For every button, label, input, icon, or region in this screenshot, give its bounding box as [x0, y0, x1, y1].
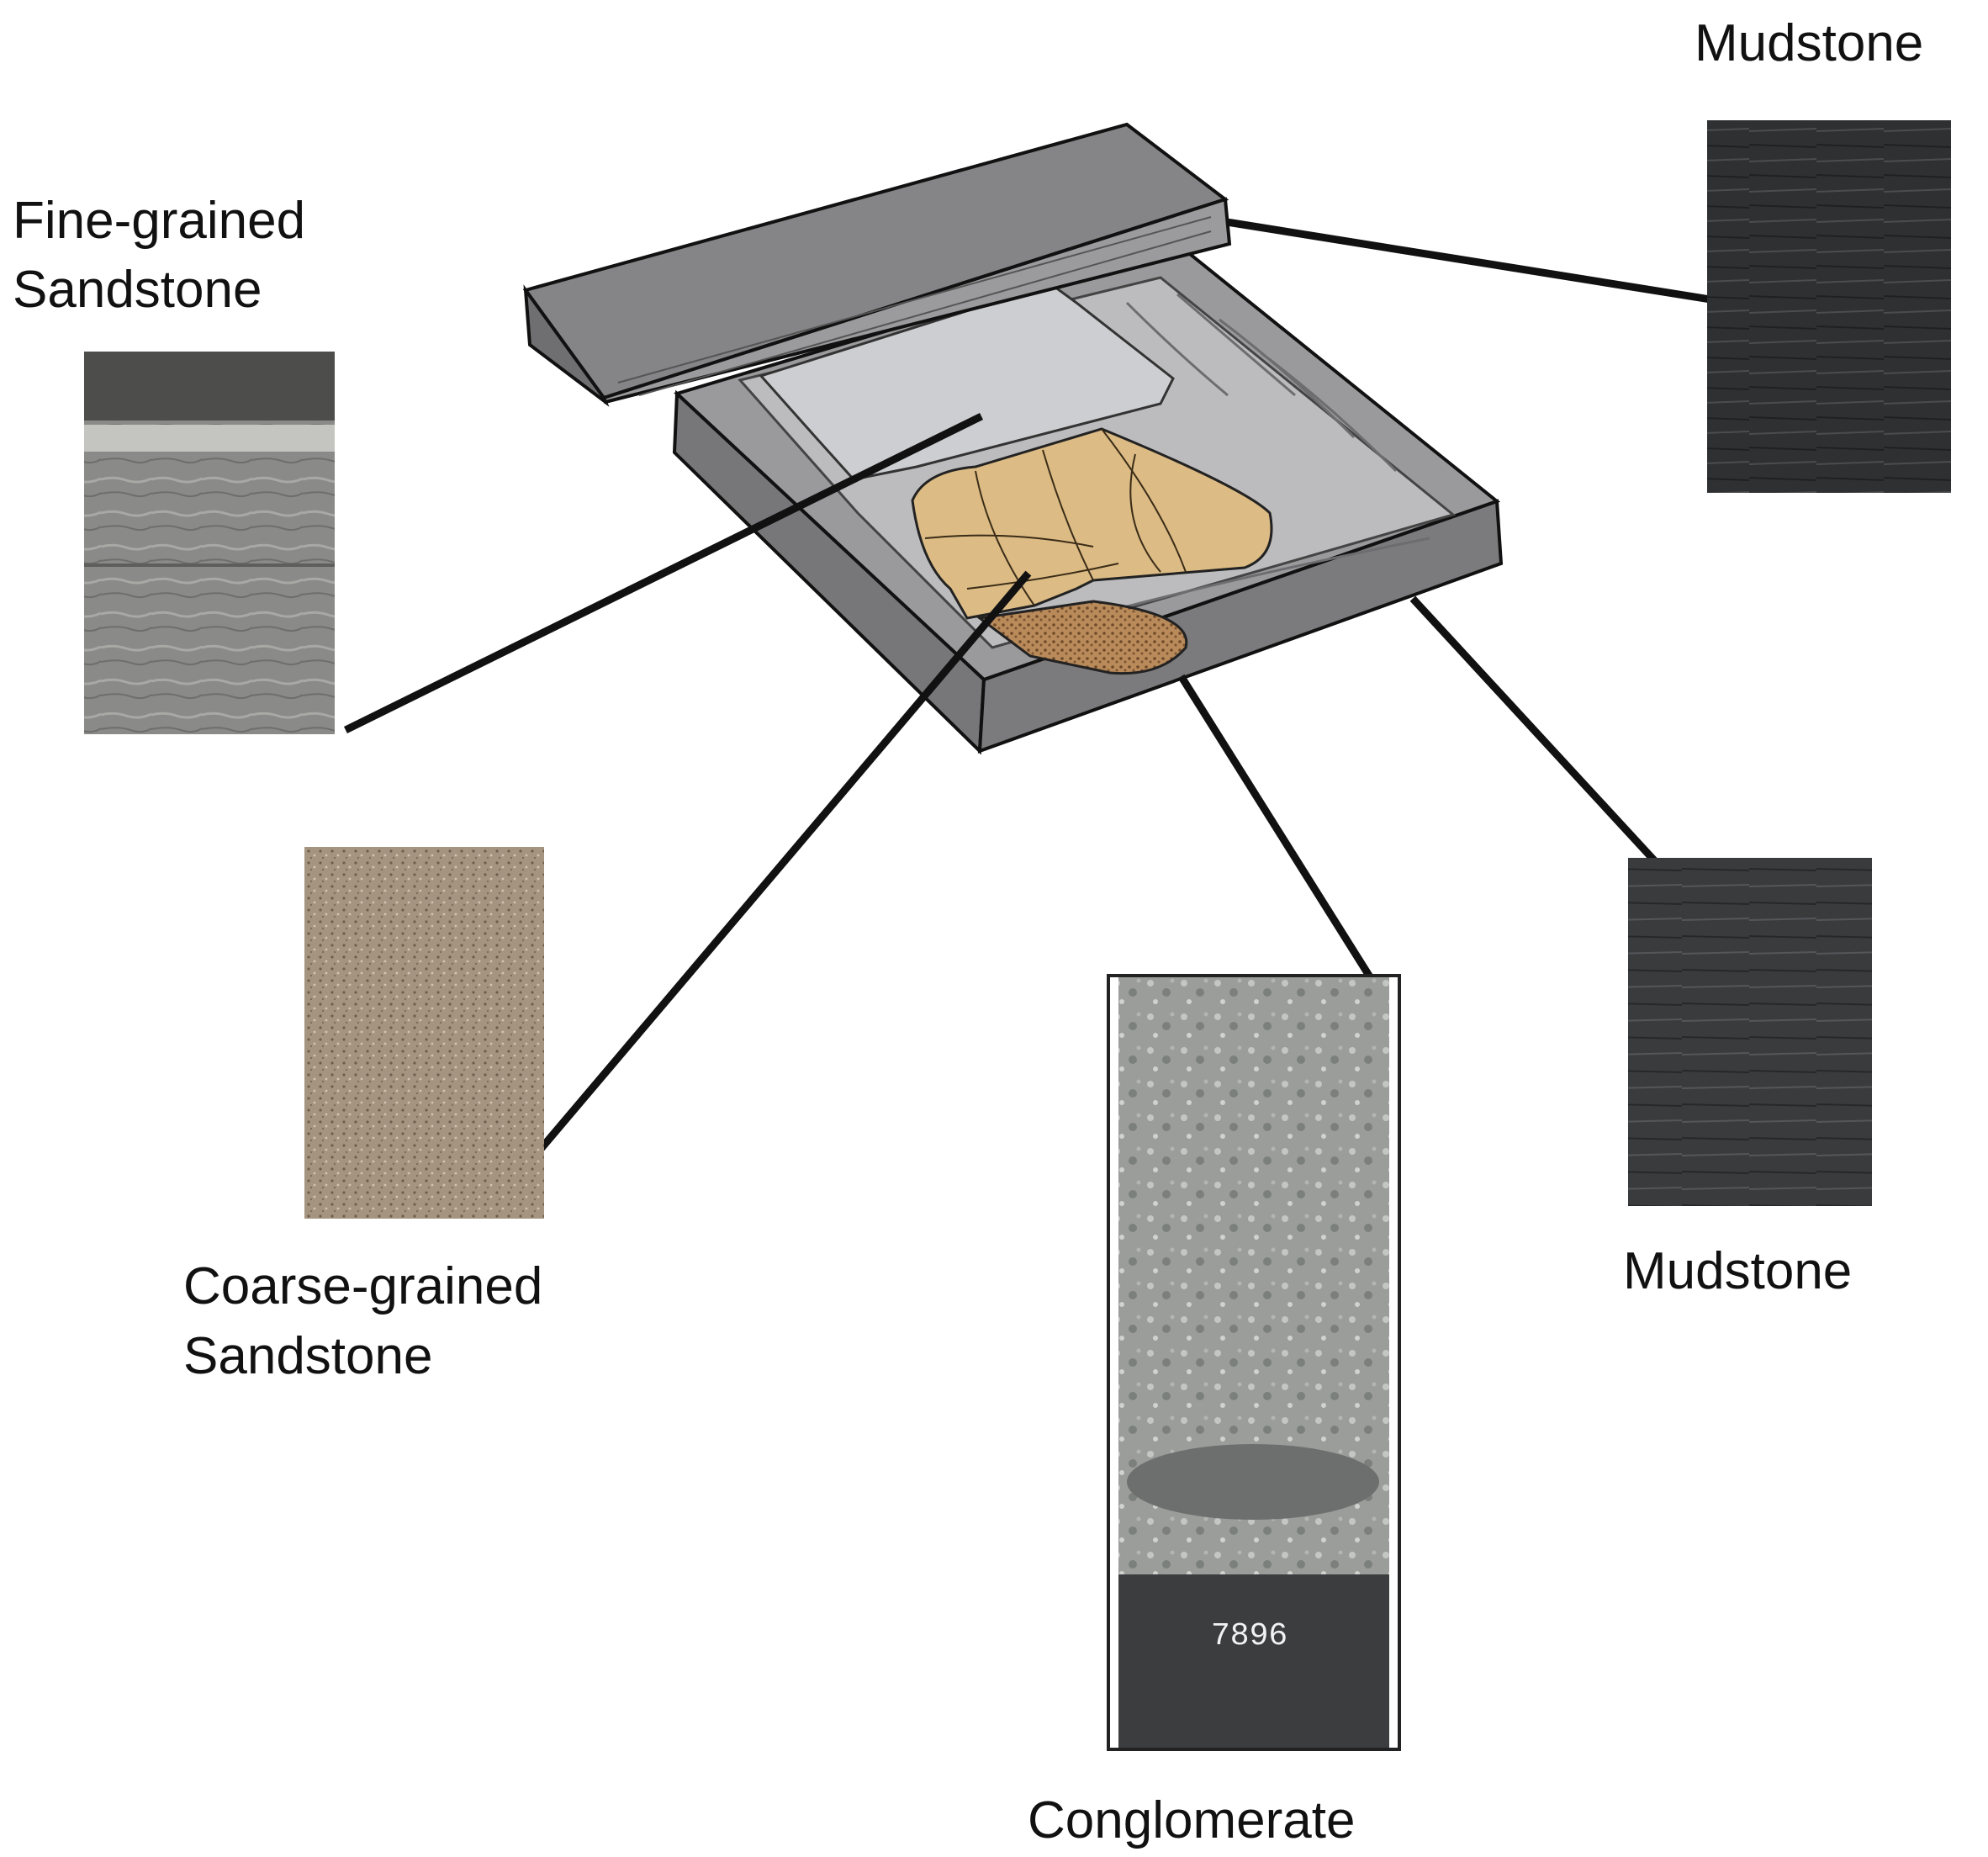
label-coarse-sandstone-line2: Sandstone — [183, 1327, 432, 1385]
basin-slope-lines — [1008, 293, 1430, 641]
coarse-sand-lobe-divisions — [924, 428, 1187, 606]
coarse-sand-lobes — [911, 427, 1273, 620]
label-fine-sandstone-line1: Fine-grained — [13, 192, 305, 250]
core-photo-mudstone-top — [1707, 120, 1951, 493]
core-photo-fine-sandstone — [84, 352, 335, 734]
fine-sand-lobe — [759, 283, 1175, 481]
core-photo-coarse-sandstone — [304, 847, 544, 1219]
conglomerate-patch — [976, 600, 1188, 675]
core-photo-conglomerate: 7896 — [1107, 974, 1401, 1751]
leader-line-mudstone-right — [1409, 595, 1661, 867]
label-fine-sandstone-line2: Sandstone — [13, 261, 262, 319]
leader-lines — [343, 218, 1721, 1165]
upper-slab-side-left — [523, 284, 610, 407]
leader-line-conglomerate — [1177, 674, 1375, 981]
label-mudstone-top: Mudstone — [1695, 14, 1923, 72]
leader-line-mudstone-top — [1227, 218, 1721, 305]
core-photo-mudstone-right — [1628, 858, 1872, 1206]
coarse-sand-lobe — [911, 427, 1273, 620]
label-conglomerate: Conglomerate — [1028, 1791, 1355, 1849]
label-coarse-sandstone-line1: Coarse-grained — [183, 1257, 542, 1315]
leader-line-fine-sandstone — [343, 412, 984, 734]
leader-line-coarse-sandstone — [526, 570, 1032, 1165]
label-mudstone-right: Mudstone — [1623, 1242, 1852, 1300]
upper-slab — [522, 122, 1232, 407]
core-marking: 7896 — [1211, 1618, 1287, 1654]
upper-slab-lamination — [617, 216, 1212, 396]
